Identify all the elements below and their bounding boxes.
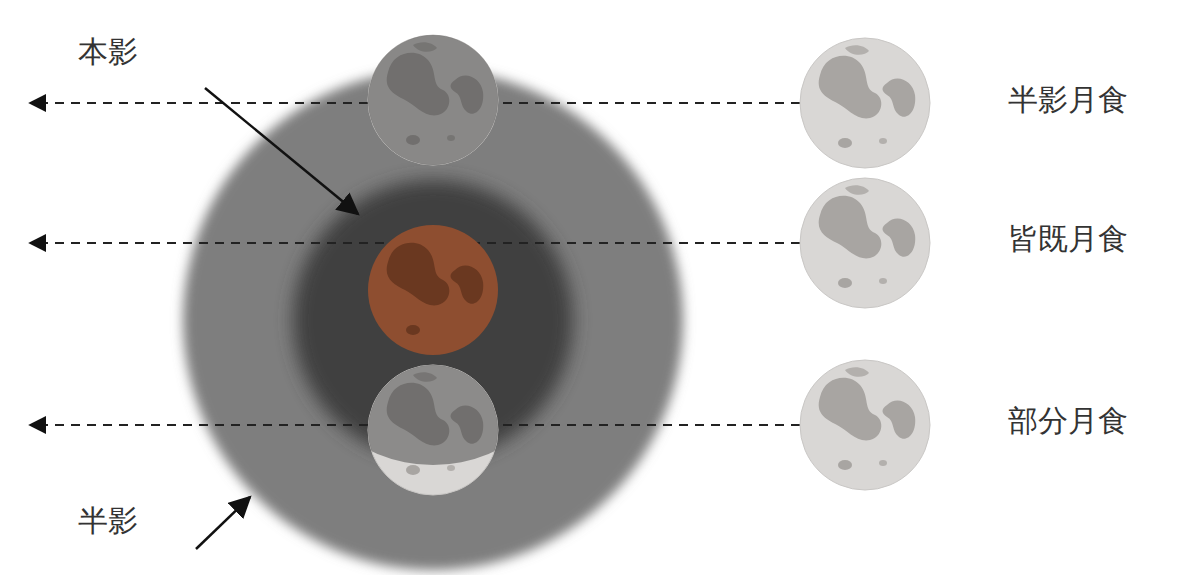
partial-eclipse-moon [368,365,498,495]
leader-arrow [196,497,250,549]
leader-arrow [205,88,358,214]
full-moon [800,360,930,490]
eclipse-type-label: 部分月食 [1008,403,1128,439]
full-moon [800,38,930,168]
full-moon [800,178,930,308]
shadow-label: 本影 [78,34,138,70]
penumbral-moon [368,35,498,165]
shadow-label: 半影 [78,503,138,539]
eclipse-type-label: 皆既月食 [1008,221,1128,257]
eclipse-type-label: 半影月食 [1008,82,1128,118]
total-eclipse-moon [368,225,498,355]
